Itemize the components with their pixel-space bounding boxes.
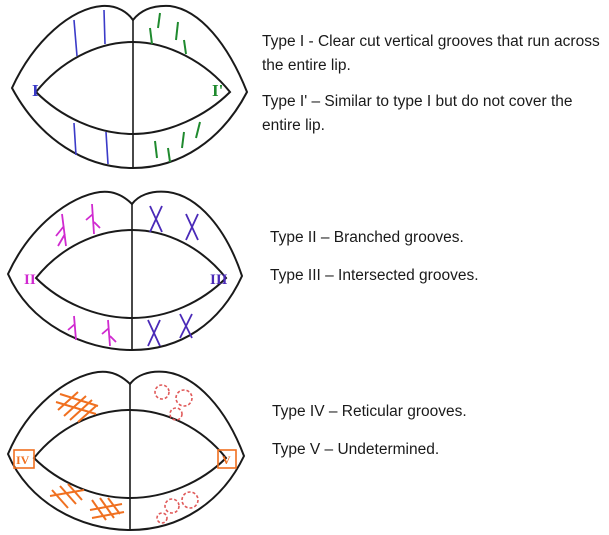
lip-diagram-type-1: I I'	[0, 0, 250, 178]
lip-diagram-type-2-3: II III	[0, 186, 250, 356]
caption-type-3: Type III – Intersected grooves.	[270, 264, 605, 288]
type-3-label: III	[210, 272, 228, 288]
caption-group-2: Type II – Branched grooves. Type III – I…	[270, 226, 605, 288]
outer-lip-outline	[8, 372, 244, 530]
type-3-grooves	[148, 206, 198, 346]
type-5-grooves	[155, 385, 198, 523]
type-5-label: V	[222, 453, 231, 467]
caption-group-1: Type I - Clear cut vertical grooves that…	[262, 30, 607, 138]
caption-type-5: Type V – Undetermined.	[272, 438, 602, 462]
type-2-grooves	[56, 204, 116, 346]
type-2-label: II	[24, 272, 36, 288]
inner-mouth-outline	[36, 230, 226, 318]
type-4-label: IV	[16, 453, 30, 467]
caption-type-4: Type IV – Reticular grooves.	[272, 400, 602, 424]
panel-type-2-3: II III Type II – Branched grooves. Type …	[0, 186, 609, 356]
type-1-prime-grooves	[150, 13, 200, 162]
lip-diagram-type-4-5: IV V	[0, 362, 250, 535]
caption-group-3: Type IV – Reticular grooves. Type V – Un…	[272, 400, 602, 462]
type-1-prime-label: I'	[212, 81, 223, 100]
panel-type-4-5: IV V Type IV – Reticular grooves. Type V…	[0, 362, 609, 535]
caption-type-1-prime: Type I' – Similar to type I but do not c…	[262, 90, 607, 138]
panel-type-1: I I' Type I - Clear cut vertical grooves…	[0, 0, 609, 178]
caption-type-1: Type I - Clear cut vertical grooves that…	[262, 30, 607, 78]
type-4-label-box: IV	[14, 450, 34, 468]
type-1-grooves	[74, 10, 108, 164]
type-1-label: I	[32, 81, 39, 100]
caption-type-2: Type II – Branched grooves.	[270, 226, 605, 250]
